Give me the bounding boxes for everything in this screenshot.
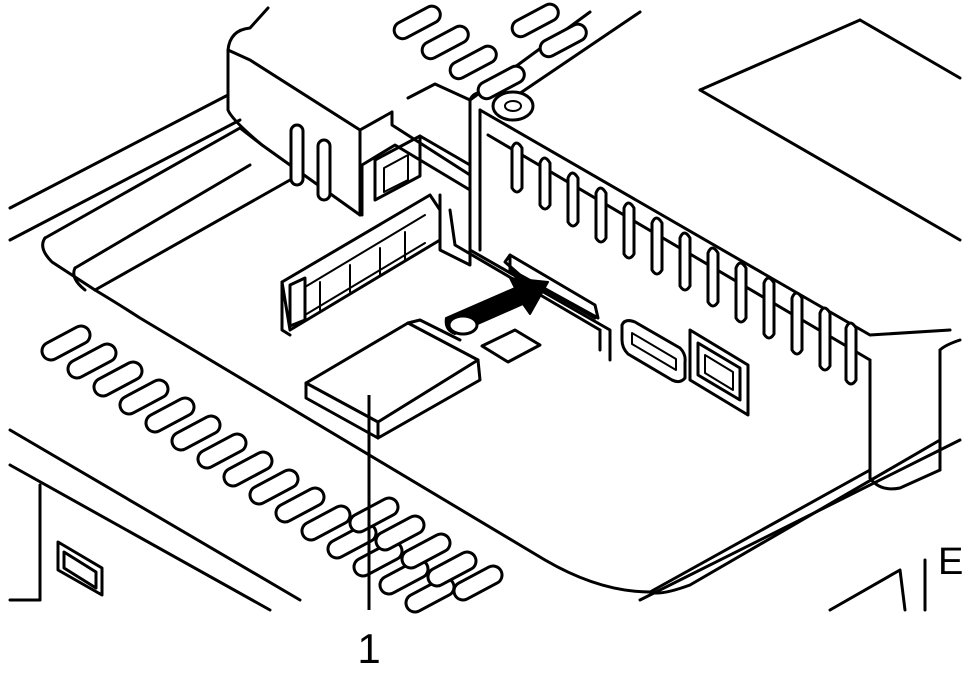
callout-label-1: 1 <box>357 625 381 672</box>
insertion-arrow <box>444 277 549 336</box>
top-vents <box>392 2 588 101</box>
bottom-vents <box>40 324 504 614</box>
contact-plate <box>480 328 542 364</box>
ethernet-port <box>688 328 750 417</box>
memory-card <box>304 318 482 440</box>
device-body <box>8 93 962 612</box>
right-wall-fins <box>510 141 858 386</box>
left-wall-vents <box>289 123 332 202</box>
screw-boss <box>491 90 535 122</box>
card-slot-bracket <box>360 82 612 362</box>
side-port <box>56 540 104 597</box>
hinged-cover <box>280 193 442 337</box>
card-slot <box>503 253 600 320</box>
edge-label-text: E <box>938 541 964 583</box>
usb-port <box>620 319 687 384</box>
